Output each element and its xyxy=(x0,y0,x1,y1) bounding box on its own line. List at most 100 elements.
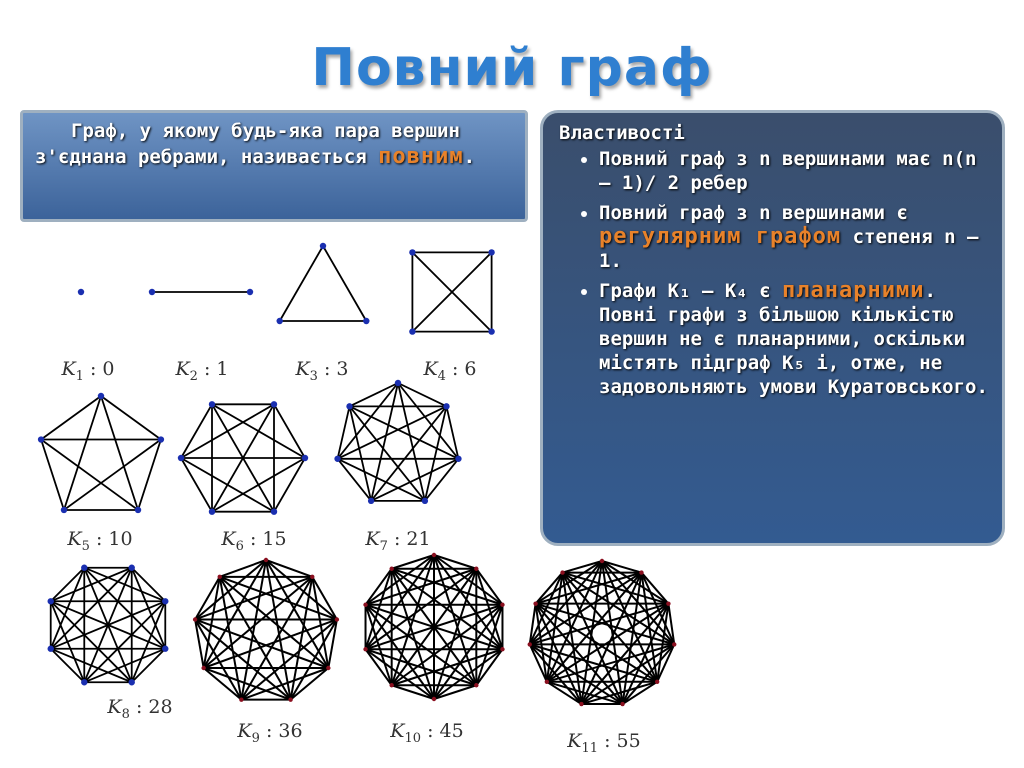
graph-label-k11: K11 : 55 xyxy=(566,730,640,756)
property-3-text: Графи K₁ — K₄ є xyxy=(599,280,783,302)
graph-edge xyxy=(621,643,676,705)
graph-k5: K5 : 10 xyxy=(37,392,165,554)
graph-edge xyxy=(322,245,368,322)
graph-vertex xyxy=(177,454,185,462)
graph-vertex xyxy=(363,647,368,652)
graph-vertex xyxy=(666,601,671,606)
graph-edge xyxy=(50,566,133,603)
graph-edge xyxy=(397,382,447,408)
graph-vertex xyxy=(334,617,340,622)
graph-edge xyxy=(348,405,426,502)
graph-edge xyxy=(289,576,314,700)
graph-vertex xyxy=(148,288,156,296)
graph-vertex xyxy=(301,454,309,462)
graph-edge xyxy=(445,406,460,459)
graph-k7: K7 : 21 xyxy=(334,379,462,554)
graph-edge xyxy=(391,648,503,687)
graph-vertex xyxy=(455,455,462,462)
graph-label-k3: K3 : 3 xyxy=(294,358,348,384)
graph-k2: K2 : 1 xyxy=(148,288,254,384)
graph-edge xyxy=(534,603,548,682)
graph-vertex xyxy=(394,379,402,387)
graph-edge xyxy=(391,684,435,700)
graph-edge xyxy=(562,560,603,574)
graph-edge xyxy=(203,667,291,701)
graph-edge xyxy=(581,680,658,706)
graph-edge xyxy=(131,567,166,602)
graph-vertex xyxy=(97,392,105,400)
graph-vertex xyxy=(346,403,353,410)
graph-edge xyxy=(194,559,267,621)
graph-edge xyxy=(397,382,426,502)
graph-vertex xyxy=(192,617,198,622)
graph-edge xyxy=(433,554,477,570)
graph-edge xyxy=(336,382,399,460)
graph-edge xyxy=(433,604,504,700)
graph-vertex xyxy=(326,665,331,671)
graph-edge xyxy=(397,382,460,460)
graph-edge xyxy=(433,684,477,700)
graph-edge xyxy=(528,603,537,645)
graph-vertex xyxy=(409,249,416,256)
graph-edge xyxy=(50,567,133,650)
graph-edge xyxy=(562,571,669,605)
graph-vertex xyxy=(208,401,216,408)
graph-edge xyxy=(528,572,564,645)
graph-edge xyxy=(390,568,435,700)
graph-vertex xyxy=(334,455,341,462)
graph-vertex xyxy=(620,701,625,707)
graph-edge xyxy=(370,405,448,502)
graph-k9: K9 : 36 xyxy=(192,557,340,746)
graph-vertex xyxy=(367,497,375,505)
graph-edge xyxy=(364,568,393,650)
graph-edge xyxy=(433,554,504,650)
graph-label-k8: K8 : 28 xyxy=(106,696,172,722)
graph-vertex xyxy=(201,665,206,671)
graph-vertex xyxy=(443,403,450,410)
graph-vertex xyxy=(488,249,495,256)
graph-edge xyxy=(203,576,313,669)
definition-end: . xyxy=(463,146,476,168)
graph-vertex xyxy=(500,602,505,607)
graph-vertex xyxy=(533,601,538,606)
graph-edge xyxy=(534,603,624,705)
property-2-end: степеня n – 1. xyxy=(599,226,979,272)
graph-vertex xyxy=(47,645,54,652)
property-item-3: Графи K₁ — K₄ є планарними. Повні графи … xyxy=(599,279,988,399)
graph-vertex xyxy=(208,508,216,515)
property-2-text: Повний граф з n вершинами є xyxy=(599,202,908,224)
graph-label-k4: K4 : 6 xyxy=(422,358,476,384)
graph-vertex xyxy=(77,288,85,296)
graph-vertex xyxy=(270,401,278,408)
graph-vertex xyxy=(431,552,437,558)
graph-edge xyxy=(180,403,213,459)
graph-edge xyxy=(194,618,243,701)
graph-vertex xyxy=(409,328,416,335)
graph-edge xyxy=(194,576,221,620)
graph-vertex xyxy=(363,602,368,607)
graph-edge xyxy=(63,395,102,511)
property-3-highlight: планарними xyxy=(782,278,925,303)
graph-edge xyxy=(528,643,548,683)
graph-edge xyxy=(535,560,603,605)
graph-edge xyxy=(211,403,275,513)
graph-vertex xyxy=(474,683,479,688)
graph-edge xyxy=(561,571,675,646)
graph-k4: K4 : 6 xyxy=(409,249,495,384)
graph-edge xyxy=(424,458,460,502)
graph-vertex xyxy=(488,328,495,335)
graph-edge xyxy=(289,667,329,701)
graph-edge xyxy=(364,554,435,650)
graph-edge xyxy=(194,575,313,621)
graph-label-k2: K2 : 1 xyxy=(174,358,228,384)
graph-edge xyxy=(219,576,329,669)
graph-vertex xyxy=(560,570,565,575)
graph-vertex xyxy=(527,642,532,647)
graph-edge xyxy=(100,395,162,441)
graph-vertex xyxy=(389,683,394,688)
graph-edge xyxy=(50,648,85,683)
graph-edge xyxy=(337,457,426,502)
graph-vertex xyxy=(431,696,437,702)
graph-vertex xyxy=(639,570,644,575)
